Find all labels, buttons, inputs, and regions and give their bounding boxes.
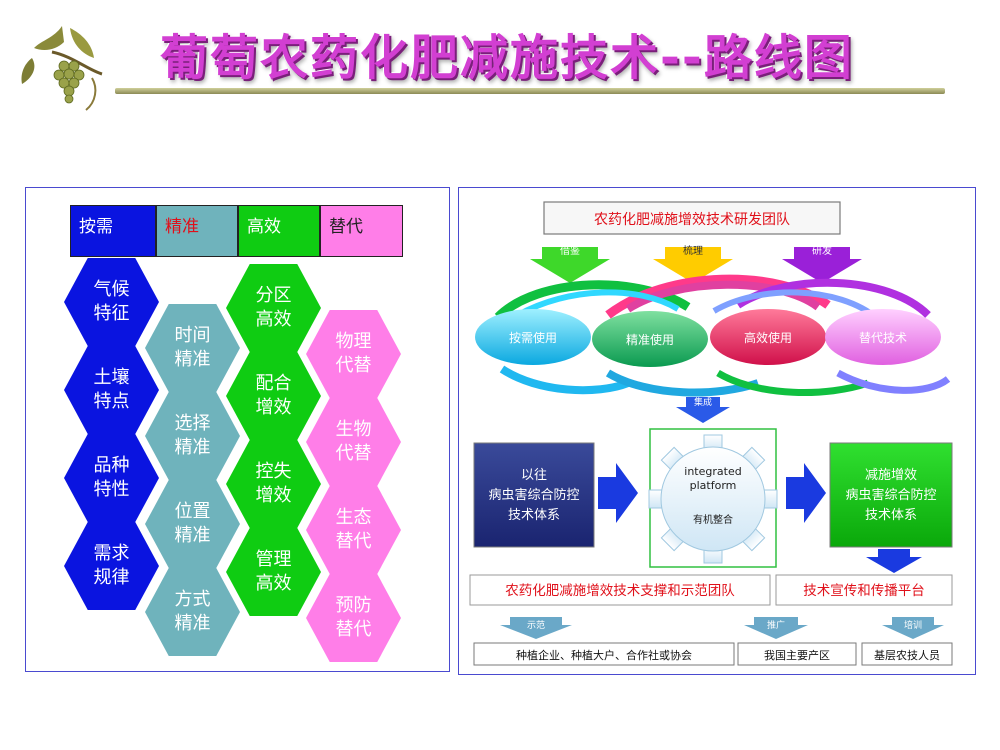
hex-label: 选择精准 [174, 413, 211, 458]
down-arrow-platform [866, 549, 922, 573]
arrow-jiejian-label: 借鉴 [560, 244, 580, 257]
right-arrow-1 [598, 463, 638, 523]
ellipse-jingzhun-label: 精准使用 [626, 332, 674, 347]
down-arrow-yellow [653, 247, 733, 283]
hex-label: 生态替代 [335, 507, 372, 552]
new-line-2: 病虫害综合防控 [845, 487, 936, 503]
cycle-arrow [836, 369, 951, 394]
new-line-1: 减施增效 [865, 468, 917, 483]
down-arrow-purple [782, 247, 862, 283]
gear-en-1: integrated [684, 465, 741, 478]
hex-label: 品种特性 [93, 455, 130, 500]
ellipse-tidai [825, 309, 941, 365]
hex-label: 需求规律 [93, 543, 130, 588]
down-arrow-tuiguang [744, 617, 808, 639]
arrow-shifan-label: 示范 [527, 619, 545, 631]
hex-green-4: 管理高效 [226, 528, 321, 616]
target-box-3 [861, 642, 953, 666]
target-2-label: 我国主要产区 [764, 648, 830, 662]
old-system-box [473, 442, 595, 548]
hex-label: 土壤特点 [93, 367, 130, 412]
ellipse-gaoxiao-label: 高效使用 [744, 330, 792, 345]
ellipse-gaoxiao [710, 309, 826, 365]
right-panel [458, 187, 976, 675]
gear-cn: 有机整合 [693, 513, 733, 526]
grape-logo-icon [21, 26, 103, 111]
arrow-tuiguang-label: 推广 [767, 619, 785, 631]
page-title: 葡萄农药化肥减施技术--路线图 [160, 30, 854, 86]
ellipse-tidai-label: 替代技术 [859, 331, 907, 345]
platform-label: 技术宣传和传播平台 [803, 583, 925, 599]
ellipse-anxu-label: 按需使用 [509, 330, 557, 345]
legend-anxu-label: 按需 [79, 217, 113, 237]
title-divider [115, 88, 945, 94]
hex-label: 管理高效 [255, 549, 292, 594]
hex-label: 控失增效 [255, 461, 292, 506]
right-arrow-2 [786, 463, 826, 523]
hex-label: 生物代替 [335, 419, 372, 464]
hex-label: 位置精准 [174, 501, 211, 546]
cycle-arrow [712, 289, 880, 322]
arrow-yanfa-label: 研发 [812, 244, 832, 257]
down-arrow-green [530, 247, 610, 283]
down-arrow-shifan [500, 617, 572, 639]
new-line-3: 技术体系 [865, 508, 917, 523]
legend-anxu: 按需 [70, 205, 156, 257]
target-1-label: 种植企业、种植大户、合作社或协会 [516, 648, 692, 662]
new-system-box [829, 442, 953, 548]
cycle-arrow [494, 280, 691, 321]
legend-gaoxiao-label: 高效 [247, 217, 281, 237]
hex-label: 时间精准 [174, 325, 211, 370]
target-3-label: 基层农技人员 [874, 648, 940, 662]
hex-blue-4: 需求规律 [64, 522, 159, 610]
legend-tidai: 替代 [320, 205, 403, 257]
cycle-arrow [716, 369, 870, 396]
platform-box [775, 574, 953, 606]
hex-label: 预防替代 [335, 595, 372, 640]
ellipse-anxu [475, 309, 591, 365]
cycle-arrow [499, 365, 630, 395]
gear-icon [648, 434, 778, 564]
legend-gaoxiao: 高效 [238, 205, 320, 257]
hex-label: 分区高效 [255, 285, 292, 330]
legend-tidai-label: 替代 [329, 217, 363, 237]
arrow-jicheng-label: 集成 [694, 396, 712, 408]
legend-jingzhun: 精准 [156, 205, 238, 257]
left-panel [25, 187, 450, 672]
hex-label: 配合增效 [255, 373, 292, 418]
support-team-label: 农药化肥减施增效技术支撑和示范团队 [505, 583, 735, 599]
hex-label: 物理代替 [335, 331, 372, 376]
target-box-2 [737, 642, 857, 666]
down-arrow-jicheng [676, 397, 730, 423]
title-area: 葡萄农药化肥减施技术--路线图 [160, 18, 920, 88]
target-box-1 [473, 642, 735, 666]
team-title: 农药化肥减施增效技术研发团队 [594, 212, 790, 228]
support-team-box [469, 574, 771, 606]
cycle-arrow [516, 289, 680, 318]
old-line-2: 病虫害综合防控 [488, 487, 579, 503]
gear-en-2: platform [690, 479, 737, 492]
hex-teal-4: 方式精准 [145, 568, 240, 656]
arrow-peixun-label: 培训 [904, 619, 922, 631]
hex-pink-4: 预防替代 [306, 574, 401, 662]
hex-pink-2: 生物代替 [306, 398, 401, 486]
old-line-3: 技术体系 [508, 508, 560, 523]
hex-pink-3: 生态替代 [306, 486, 401, 574]
hex-label: 气候特征 [93, 279, 130, 324]
hex-label: 方式精准 [174, 589, 211, 634]
old-line-1: 以往 [521, 468, 547, 483]
down-arrow-peixun [882, 617, 944, 639]
flow-diagram: 农药化肥减施增效技术研发团队 借鉴 梳理 研发 按需使用 精准使用 高效使用 替… [469, 201, 953, 666]
ellipse-jingzhun [592, 311, 708, 367]
arrow-shuli-label: 梳理 [683, 244, 703, 257]
hex-pink-1: 物理代替 [306, 310, 401, 398]
legend-jingzhun-label: 精准 [165, 217, 199, 237]
team-box [543, 201, 841, 235]
